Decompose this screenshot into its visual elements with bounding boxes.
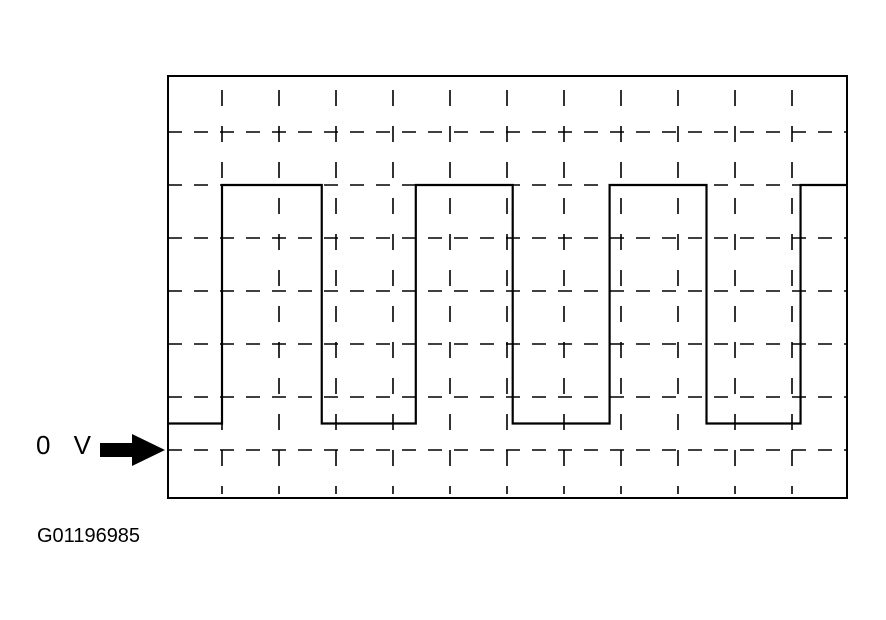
scope-screen-border <box>167 75 848 499</box>
figure-id: G01196985 <box>37 525 141 547</box>
square-waveform <box>168 183 847 425</box>
right-arrow-icon <box>100 434 165 466</box>
scope-grid <box>168 90 847 494</box>
zero-volt-label: 0 V <box>36 430 100 460</box>
